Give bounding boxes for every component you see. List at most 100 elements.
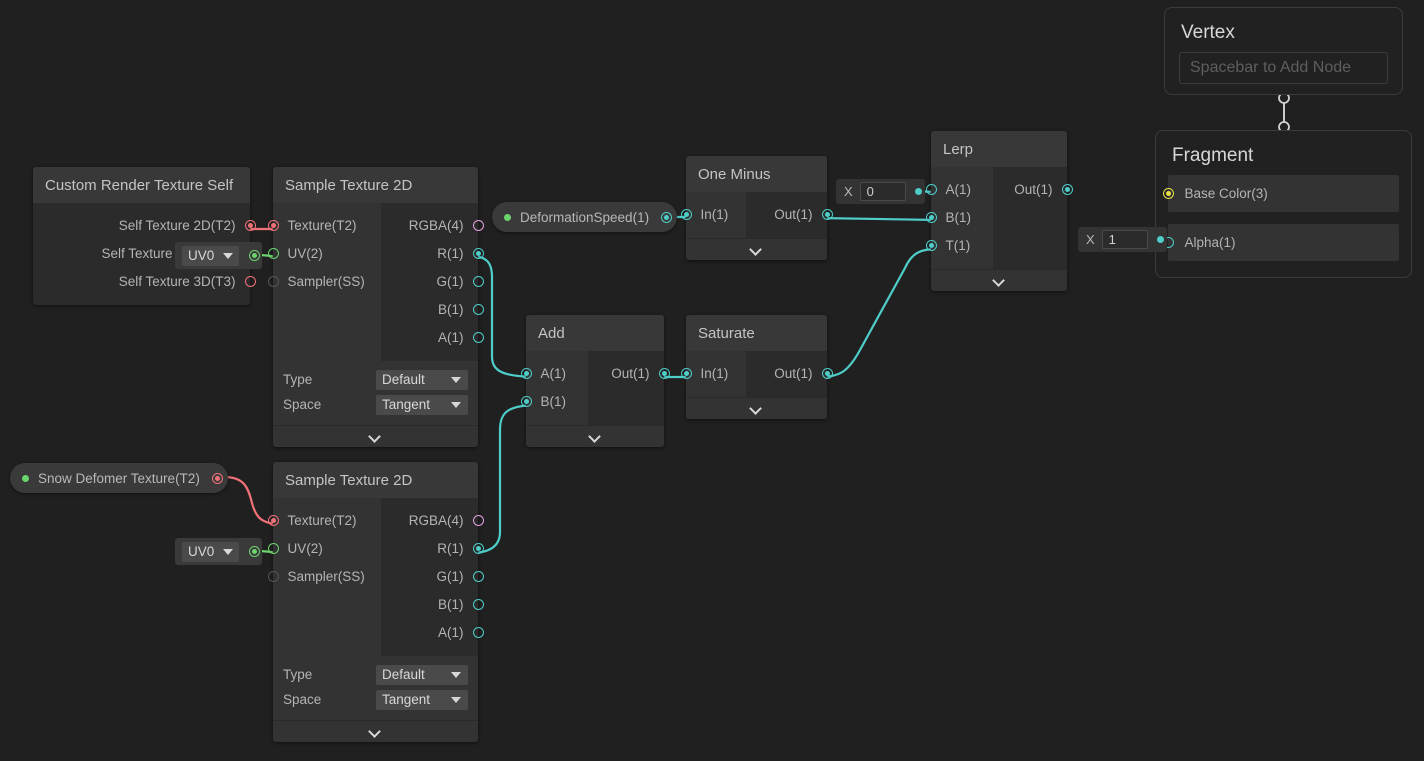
control-row-type[interactable]: Type Default bbox=[283, 367, 468, 392]
value-field-lerp-a[interactable]: X 0 bbox=[836, 179, 925, 204]
space-select[interactable]: Tangent bbox=[376, 394, 468, 415]
port-uv-in[interactable] bbox=[267, 247, 279, 259]
node-add[interactable]: Add A(1) B(1) Out(1) bbox=[520, 315, 670, 447]
port-a-in[interactable] bbox=[520, 367, 532, 379]
input-slot-in[interactable]: In(1) bbox=[680, 200, 746, 228]
collapse-toggle[interactable] bbox=[273, 425, 478, 447]
port-out[interactable] bbox=[1061, 183, 1073, 195]
node-lerp[interactable]: Lerp A(1) B(1) T(1) Out(1) bbox=[925, 131, 1073, 291]
node-sample-texture-2d-top[interactable]: Sample Texture 2D Texture(T2) UV(2) Samp… bbox=[267, 167, 484, 447]
output-slot-r[interactable]: R(1) bbox=[381, 534, 484, 562]
input-slot-a[interactable]: A(1) bbox=[925, 175, 993, 203]
output-slot-b[interactable]: B(1) bbox=[381, 590, 484, 618]
port-uv-out[interactable] bbox=[249, 250, 260, 261]
input-slot-a[interactable]: A(1) bbox=[520, 359, 588, 387]
value-field-input[interactable]: 1 bbox=[1101, 230, 1148, 249]
collapse-toggle[interactable] bbox=[686, 397, 827, 419]
port-base-color-in[interactable] bbox=[1162, 188, 1174, 199]
input-slot-sampler[interactable]: Sampler(SS) bbox=[267, 267, 381, 295]
port-r-out[interactable] bbox=[472, 542, 484, 554]
fragment-slot-alpha[interactable]: Alpha(1) bbox=[1162, 224, 1399, 261]
collapse-toggle[interactable] bbox=[686, 238, 827, 260]
port-b-in[interactable] bbox=[520, 395, 532, 407]
uv-dropdown-bottom[interactable]: UV0 bbox=[175, 538, 262, 565]
output-slot-b[interactable]: B(1) bbox=[381, 295, 484, 323]
port-a-out[interactable] bbox=[472, 626, 484, 638]
port-out[interactable] bbox=[658, 367, 670, 379]
type-select[interactable]: Default bbox=[376, 664, 468, 685]
port-g-out[interactable] bbox=[472, 570, 484, 582]
uv-select[interactable]: UV0 bbox=[182, 245, 239, 266]
output-slot-a[interactable]: A(1) bbox=[381, 323, 484, 351]
port-b-out[interactable] bbox=[472, 598, 484, 610]
port-g-out[interactable] bbox=[472, 275, 484, 287]
uv-dropdown-top[interactable]: UV0 bbox=[175, 242, 262, 269]
collapse-toggle[interactable] bbox=[273, 720, 478, 742]
port-value-out[interactable] bbox=[661, 211, 673, 223]
input-slot-texture[interactable]: Texture(T2) bbox=[267, 506, 381, 534]
property-node-snow-defomer-texture[interactable]: Snow Defomer Texture(T2) bbox=[10, 463, 228, 493]
control-row-type[interactable]: Type Default bbox=[283, 662, 468, 687]
port-sampler-in[interactable] bbox=[267, 570, 279, 582]
port-self-texture-2d[interactable] bbox=[244, 219, 256, 231]
port-b-in[interactable] bbox=[925, 211, 937, 223]
port-rgba-out[interactable] bbox=[472, 514, 484, 526]
output-slot-rgba[interactable]: RGBA(4) bbox=[381, 211, 484, 239]
node-custom-render-texture-self[interactable]: Custom Render Texture Self Self Texture … bbox=[33, 167, 256, 305]
port-uv-out[interactable] bbox=[249, 546, 260, 557]
node-sample-texture-2d-bottom[interactable]: Sample Texture 2D Texture(T2) UV(2) Samp… bbox=[267, 462, 484, 742]
output-slot-a[interactable]: A(1) bbox=[381, 618, 484, 646]
node-one-minus[interactable]: One Minus In(1) Out(1) bbox=[680, 156, 833, 260]
input-slot-in[interactable]: In(1) bbox=[680, 359, 746, 387]
port-a-in[interactable] bbox=[925, 183, 937, 195]
port-in[interactable] bbox=[680, 208, 692, 220]
port-self-texture-3d[interactable] bbox=[244, 275, 256, 287]
input-slot-b[interactable]: B(1) bbox=[925, 203, 993, 231]
port-rgba-out[interactable] bbox=[472, 219, 484, 231]
port-value-out[interactable] bbox=[914, 188, 922, 195]
control-row-space[interactable]: Space Tangent bbox=[283, 392, 468, 417]
collapse-toggle[interactable] bbox=[526, 425, 664, 447]
collapse-toggle[interactable] bbox=[931, 269, 1067, 291]
port-texture-in[interactable] bbox=[267, 514, 279, 526]
output-slot-out[interactable]: Out(1) bbox=[993, 175, 1073, 203]
input-slot-t[interactable]: T(1) bbox=[925, 231, 993, 259]
port-t-in[interactable] bbox=[925, 239, 937, 251]
input-slot-sampler[interactable]: Sampler(SS) bbox=[267, 562, 381, 590]
input-slot-uv[interactable]: UV(2) bbox=[267, 534, 381, 562]
output-slot-r[interactable]: R(1) bbox=[381, 239, 484, 267]
port-b-out[interactable] bbox=[472, 303, 484, 315]
control-row-space[interactable]: Space Tangent bbox=[283, 687, 468, 712]
output-slot-g[interactable]: G(1) bbox=[381, 267, 484, 295]
fragment-slot-base-color[interactable]: Base Color(3) bbox=[1162, 175, 1399, 212]
output-slot-out[interactable]: Out(1) bbox=[746, 200, 833, 228]
port-out[interactable] bbox=[821, 367, 833, 379]
port-a-out[interactable] bbox=[472, 331, 484, 343]
output-slot-out[interactable]: Out(1) bbox=[746, 359, 833, 387]
type-select[interactable]: Default bbox=[376, 369, 468, 390]
port-texture-out[interactable] bbox=[211, 472, 223, 484]
input-slot-texture[interactable]: Texture(T2) bbox=[267, 211, 381, 239]
output-slot-rgba[interactable]: RGBA(4) bbox=[381, 506, 484, 534]
property-node-deformation-speed[interactable]: DeformationSpeed(1) bbox=[492, 202, 678, 232]
port-uv-in[interactable] bbox=[267, 542, 279, 554]
output-slot-self-texture-2d[interactable]: Self Texture 2D(T2) bbox=[33, 211, 256, 239]
node-fragment-master[interactable]: Fragment Base Color(3) Alpha(1) bbox=[1155, 130, 1412, 278]
port-r-out[interactable] bbox=[472, 247, 484, 259]
port-in[interactable] bbox=[680, 367, 692, 379]
uv-select[interactable]: UV0 bbox=[182, 541, 239, 562]
input-slot-b[interactable]: B(1) bbox=[520, 387, 588, 415]
output-slot-self-texture-3d[interactable]: Self Texture 3D(T3) bbox=[33, 267, 256, 295]
output-slot-out[interactable]: Out(1) bbox=[588, 359, 670, 387]
node-saturate[interactable]: Saturate In(1) Out(1) bbox=[680, 315, 833, 419]
space-select[interactable]: Tangent bbox=[376, 689, 468, 710]
value-field-input[interactable]: 0 bbox=[859, 182, 906, 201]
node-vertex-master[interactable]: Vertex Spacebar to Add Node bbox=[1164, 7, 1403, 95]
port-value-out[interactable] bbox=[1156, 236, 1164, 243]
port-out[interactable] bbox=[821, 208, 833, 220]
port-texture-in[interactable] bbox=[267, 219, 279, 231]
add-node-placeholder[interactable]: Spacebar to Add Node bbox=[1179, 52, 1388, 84]
output-slot-g[interactable]: G(1) bbox=[381, 562, 484, 590]
port-sampler-in[interactable] bbox=[267, 275, 279, 287]
